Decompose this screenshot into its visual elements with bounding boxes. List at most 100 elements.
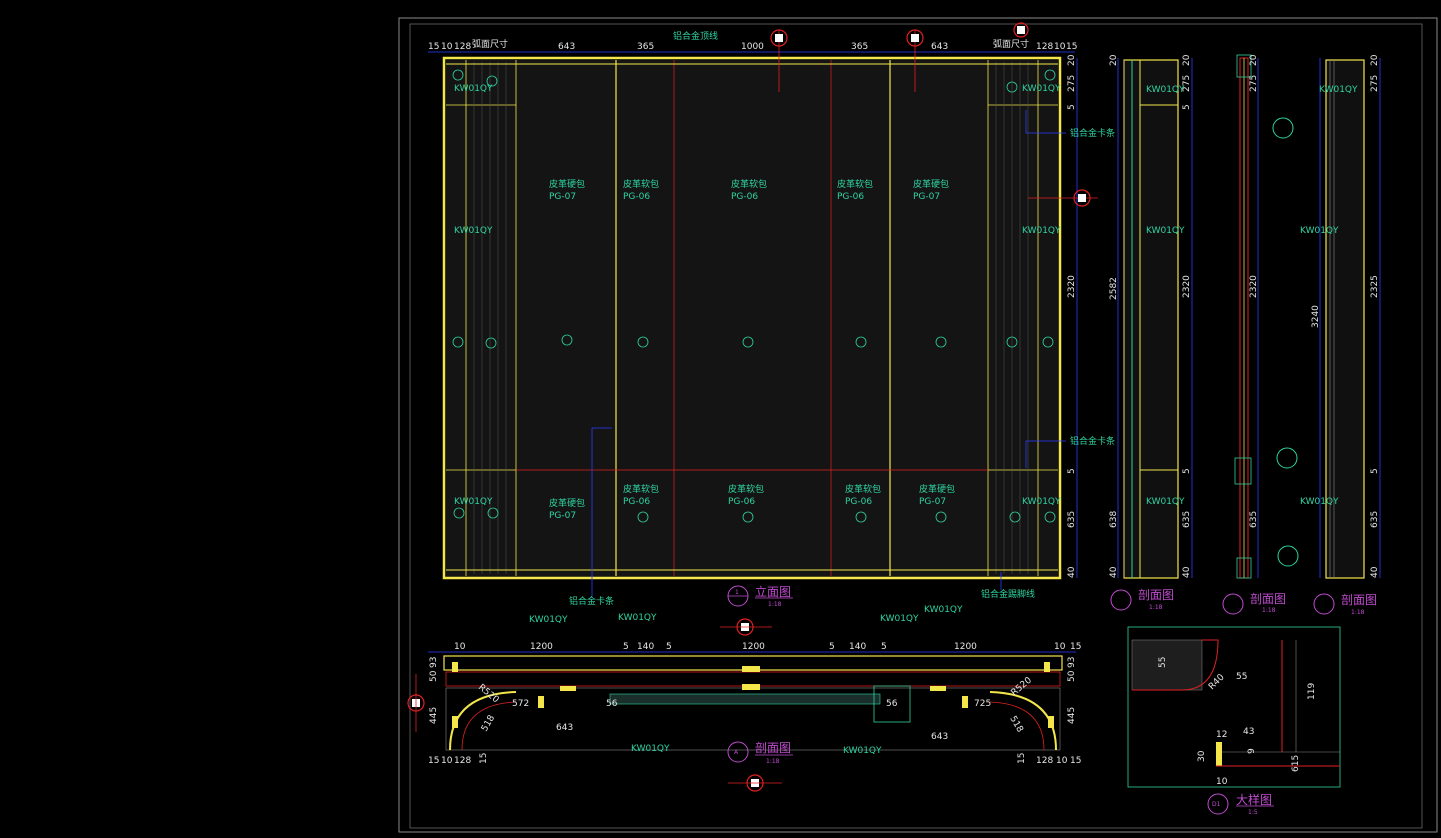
detail-dim-43: 43 [1243,727,1254,737]
panel-1-code: PG-07 [549,192,576,202]
detail-dim-9: 9 [1247,748,1257,754]
lower-panel-1-name: 皮革硬包 [549,497,585,509]
right-wood-strip [987,60,1058,576]
lower-panel-2-code: PG-06 [623,497,650,507]
panel-4-code: PG-06 [837,192,864,202]
dim-top-10b: 10 [1054,42,1066,52]
plan-inner-643a: 643 [556,723,573,733]
section-b-scale: 1:18 [1149,604,1163,611]
plan-yellow-marks [452,662,1054,728]
lower-panel-5-code: PG-07 [919,497,946,507]
section-c-scale: 1:18 [1262,607,1276,614]
wood-code-tl: KW01QY [454,84,493,94]
clip-note-2: 铝合金卡条 [1070,435,1115,447]
plan-radius-3: 518 [480,713,497,733]
section-d-view: 3240 20 275 2325 5 635 40 KW01QY KW01QY … [1300,54,1381,616]
plan-title: 剖面图 [755,741,791,755]
dim-right-635: 635 [1067,511,1077,528]
wood-code-ml: KW01QY [454,226,493,236]
dim-right-5a: 5 [1067,104,1077,110]
section-b-d0: 20 [1182,54,1192,66]
section-d-d5: 635 [1370,511,1380,528]
section-d-d1: 275 [1370,75,1380,92]
dim-right-40: 40 [1067,566,1077,578]
plan-top-5b: 5 [666,642,672,652]
elevation-panel-fill [446,60,1058,578]
plan-title-block: A 剖面图 1:18 [727,741,793,765]
section-c-d5: 635 [1249,511,1259,528]
skirting-note: 铝合金踢脚线 [981,588,1035,600]
panel-2-name: 皮革软包 [623,178,659,190]
grid-bubbles [452,69,1056,523]
wood-code-mr: KW01QY [1022,226,1061,236]
section-b-d2: 5 [1182,104,1192,110]
panel-4-name: 皮革软包 [837,178,873,190]
plan-section-view: 10 1200 5 140 5 1200 5 140 5 1200 10 15 … [407,605,1081,792]
plan-top-1200c: 1200 [954,642,977,652]
plan-cut-marker-bottom[interactable] [728,774,782,792]
left-wood-strip [446,60,517,576]
arc-dim-label-left: 弧面尺寸 [472,38,508,50]
plan-bottom-10b: 10 [1056,756,1068,766]
detail-title: 大样图 [1236,792,1272,807]
plan-top-5a: 5 [623,642,629,652]
section-b-title: 剖面图 [1138,588,1174,602]
panel-5-name: 皮革硬包 [913,178,949,190]
plan-code-1: KW01QY [529,615,568,625]
section-b-code-2: KW01QY [1146,226,1185,236]
plan-top-5d: 5 [881,642,887,652]
section-b-view: 2582 638 20 40 20 275 5 2320 5 635 40 KW… [1109,54,1193,611]
section-d-total: 3240 [1311,305,1321,328]
clip-leader-1 [1025,110,1066,134]
dim-right-20: 20 [1067,54,1077,66]
section-b-code-1: KW01QY [1146,85,1185,95]
lower-panel-4-code: PG-06 [845,497,872,507]
section-b-d4: 5 [1182,468,1192,474]
elevation-title-block: 1 立面图 1:18 [727,584,793,608]
detail-dim-55a: 55 [1158,657,1168,668]
plan-top-15: 15 [1070,642,1081,652]
plan-code-2: KW01QY [618,613,657,623]
section-b-total: 2582 [1109,277,1119,300]
panel-3-name: 皮革软包 [731,178,767,190]
elevation-outline [442,56,1062,580]
plan-bottom-128a: 128 [454,756,471,766]
dim-top-15a: 15 [428,42,439,52]
plan-inner-56b: 56 [886,699,898,709]
plan-right-445: 445 [1067,707,1077,724]
lower-panel-1-code: PG-07 [549,511,576,521]
section-b-d5: 635 [1182,511,1192,528]
section-cut-marker-4[interactable] [1028,189,1098,207]
plan-top-1200b: 1200 [742,642,765,652]
plan-top-10b: 10 [1054,642,1066,652]
dim-top-10a: 10 [441,42,453,52]
detail-scale: 1:5 [1248,809,1258,816]
detail-marker: D1 [1212,801,1221,808]
clip-leader-3 [591,427,612,598]
elevation-title: 立面图 [755,584,791,599]
dim-top-643b: 643 [931,42,948,52]
detail-dim-55b: 55 [1236,672,1247,682]
panel-5-code: PG-07 [913,192,940,202]
top-aluminum-note: 铝合金顶线 [673,30,718,42]
elevation-view: 15 10 128 弧面尺寸 643 365 铝合金顶线 1000 365 64… [428,22,1115,608]
plan-code-5: KW01QY [631,744,670,754]
wood-code-tr: KW01QY [1022,84,1061,94]
dim-top-365a: 365 [637,42,654,52]
plan-cut-marker-top[interactable] [720,618,772,636]
lower-panel-3-name: 皮革软包 [728,483,764,495]
section-cut-marker-2[interactable] [906,29,924,92]
lower-panel-4-name: 皮革软包 [845,483,881,495]
lower-panel-5-name: 皮革硬包 [919,483,955,495]
section-c-view: 20 275 2320 635 剖面图 1:18 [1222,54,1299,615]
detail-dim-119: 119 [1307,683,1317,700]
detail-dim-10: 10 [1216,777,1228,787]
wood-grain [473,62,1029,574]
section-cut-marker-3[interactable] [1013,22,1029,38]
arc-dim-label-right: 弧面尺寸 [993,38,1029,50]
section-cut-marker-1[interactable] [770,29,788,92]
plan-cut-marker-left[interactable] [407,674,425,732]
panel-3-code: PG-06 [731,192,758,202]
plan-code-3: KW01QY [880,614,919,624]
